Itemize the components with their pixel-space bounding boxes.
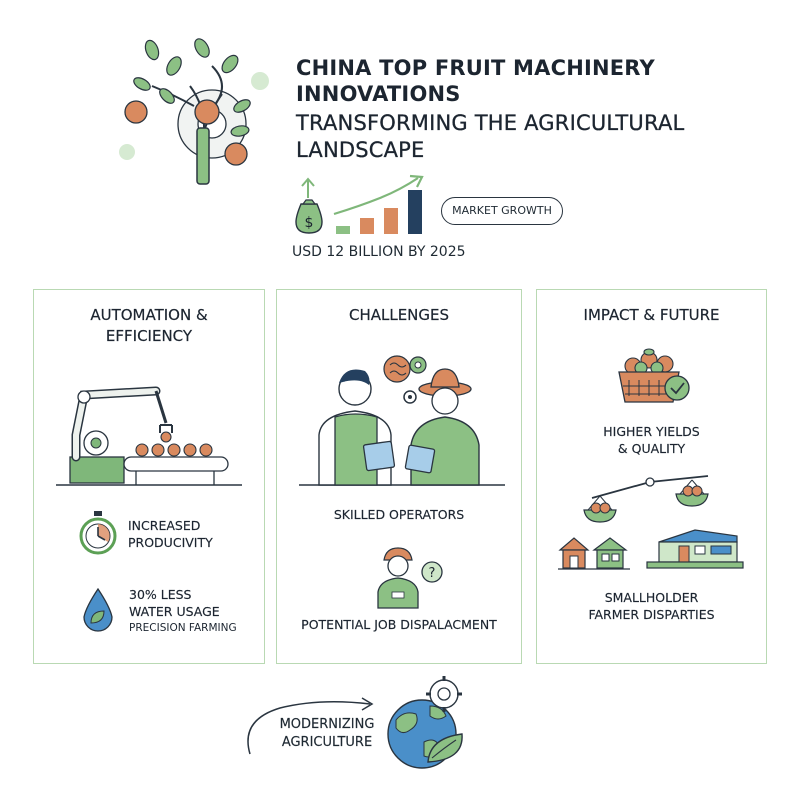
workers-with-tablets-icon <box>299 368 505 486</box>
water-usage-label: 30% LESS WATER USAGE PRECISION FARMING <box>129 586 237 637</box>
fruit-basket-icon <box>618 348 690 403</box>
page-title: CHINA TOP FRUIT MACHINERY INNOVATIONS <box>296 55 716 107</box>
increased-productivity-line-1: INCREASED <box>128 518 201 533</box>
question-icon: ? <box>421 561 443 583</box>
brain-gear-icon <box>383 355 427 404</box>
water-drop-icon <box>83 587 113 632</box>
globe-icon <box>387 676 463 769</box>
title-line-2: INNOVATIONS <box>296 82 461 106</box>
panel-automation-title: AUTOMATION & EFFICIENCY <box>34 305 264 347</box>
smallholder-line-1: SMALLHOLDER <box>604 590 699 605</box>
panel-impact-title: IMPACT & FUTURE <box>583 306 720 324</box>
worker-icon <box>377 547 419 609</box>
higher-yields-label: HIGHER YIELDS & QUALITY <box>536 423 767 457</box>
tree-gear-icon <box>119 38 269 185</box>
smallholder-label: SMALLHOLDER FARMER DISPARTIES <box>536 589 767 623</box>
subtitle-line-2: LANDSCAPE <box>296 138 425 162</box>
market-value: USD 12 BILLION BY 2025 <box>292 244 466 260</box>
subtitle-line-1: TRANSFORMING THE AGRICULTURAL <box>296 111 685 135</box>
robot-arm-icon <box>56 386 242 486</box>
market-growth-bubble: MARKET GROWTH <box>441 197 563 225</box>
footer-line-1: MODERNIZING <box>279 717 375 732</box>
bar-chart-icon <box>333 174 424 234</box>
job-displacement-label: POTENTIAL JOB DISPALACMENT <box>301 617 497 632</box>
footer-line-2: AGRICULTURE <box>281 735 373 750</box>
smallholder-line-2: FARMER DISPARTIES <box>588 607 715 622</box>
increased-productivity-label: INCREASED PRODUCIVITY <box>128 517 213 551</box>
panel-challenges-title: CHALLENGES <box>348 306 450 324</box>
title-line-1: CHINA TOP FRUIT MACHINERY <box>296 56 655 80</box>
panel-automation-title-2: EFFICIENCY <box>105 327 193 345</box>
higher-yields-line-1: HIGHER YIELDS <box>603 424 700 439</box>
money-bag-icon: $ <box>295 177 323 234</box>
curved-arrow-icon <box>247 697 374 755</box>
increased-productivity-line-2: PRODUCIVITY <box>128 535 213 550</box>
house-icon <box>558 537 630 570</box>
factory-icon <box>646 529 744 569</box>
page-subtitle: TRANSFORMING THE AGRICULTURAL LANDSCAPE <box>296 110 716 164</box>
balance-scale-icon <box>583 475 709 523</box>
water-usage-line-2: WATER USAGE <box>129 604 220 619</box>
panel-automation-title-1: AUTOMATION & <box>90 306 208 324</box>
stopwatch-icon <box>79 511 117 555</box>
higher-yields-line-2: & QUALITY <box>617 441 686 456</box>
precision-farming-note: PRECISION FARMING <box>129 622 237 634</box>
skilled-operators-label: SKILLED OPERATORS <box>333 507 465 522</box>
water-usage-line-1: 30% LESS <box>129 587 192 602</box>
svg-text:$: $ <box>305 215 314 231</box>
svg-text:?: ? <box>429 566 436 581</box>
footer-label: MODERNIZING AGRICULTURE <box>272 716 382 752</box>
